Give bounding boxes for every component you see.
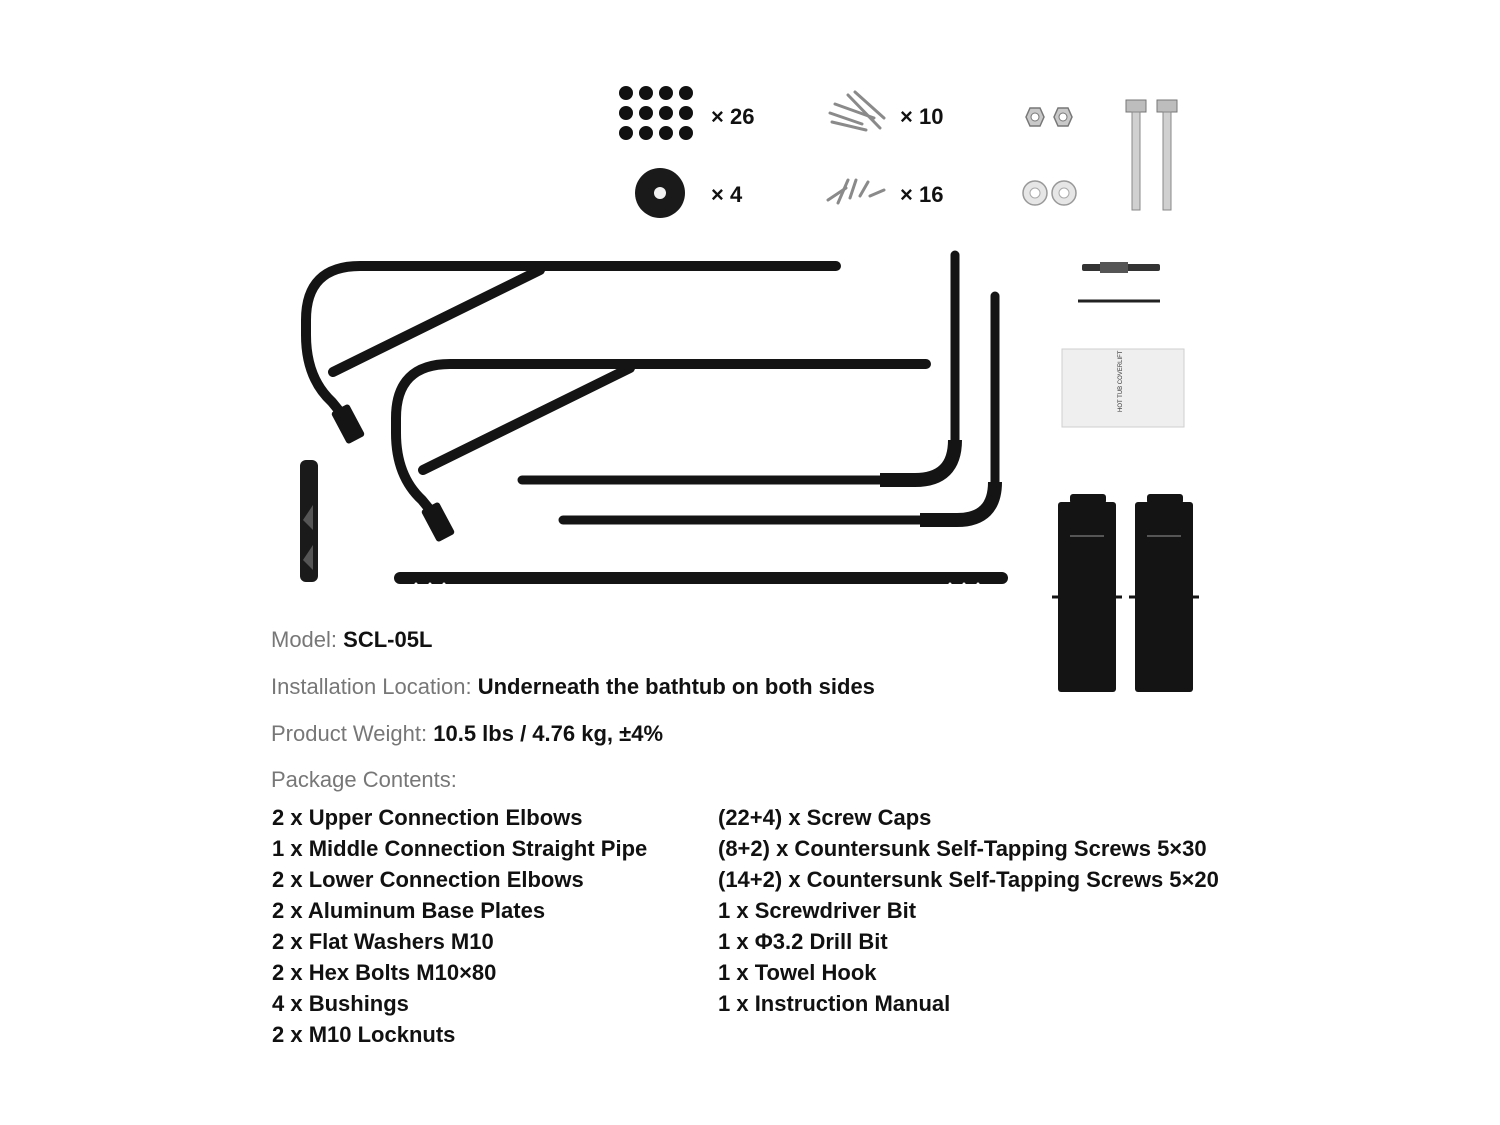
package-contents-label: Package Contents: xyxy=(271,767,457,792)
list-item: (8+2) x Countersunk Self-Tapping Screws … xyxy=(718,836,1207,861)
list-item: 1 x Instruction Manual xyxy=(718,991,951,1016)
list-item: 4 x Bushings xyxy=(272,991,409,1016)
list-item: (14+2) x Countersunk Self-Tapping Screws… xyxy=(718,867,1219,892)
instruction-manual-image: HOT TUB COVERLIFT xyxy=(1061,348,1185,428)
hex-bolts-image xyxy=(1125,99,1178,211)
list-item: 2 x Aluminum Base Plates xyxy=(272,898,546,923)
model-label: Model: xyxy=(271,627,338,652)
locknuts-image xyxy=(1025,107,1073,127)
package-contents-left-list: 2 x Upper Connection Elbows 1 x Middle C… xyxy=(272,802,647,1050)
model-spec: Model: SCL-05L xyxy=(271,627,432,653)
bushings-quantity: × 4 xyxy=(711,182,743,207)
screw-caps-quantity: × 26 xyxy=(711,104,755,129)
short-screws-quantity: × 16 xyxy=(900,182,944,207)
base-plate-1-image xyxy=(1052,494,1122,692)
location-label: Installation Location: xyxy=(271,674,472,699)
short-screws-image xyxy=(826,178,886,205)
list-item: 1 x Φ3.2 Drill Bit xyxy=(718,929,888,954)
towel-hook-image xyxy=(300,460,318,582)
weight-spec: Product Weight: 10.5 lbs / 4.76 kg, ±4% xyxy=(271,721,663,747)
list-item: (22+4) x Screw Caps xyxy=(718,805,932,830)
location-spec: Installation Location: Underneath the ba… xyxy=(271,674,875,700)
long-screws-quantity: × 10 xyxy=(900,104,944,129)
screwdriver-bit-image xyxy=(1082,262,1160,273)
straight-pipe-image xyxy=(394,572,1008,586)
list-item: 2 x Lower Connection Elbows xyxy=(272,867,584,892)
manual-cover-title: HOT TUB COVERLIFT xyxy=(1118,350,1124,412)
list-item: 2 x Hex Bolts M10×80 xyxy=(272,960,497,985)
weight-label: Product Weight: xyxy=(271,721,428,746)
list-item: 1 x Middle Connection Straight Pipe xyxy=(272,836,648,861)
screw-caps-image xyxy=(619,86,693,140)
list-item: 1 x Screwdriver Bit xyxy=(718,898,917,923)
list-item: 2 x Upper Connection Elbows xyxy=(272,805,583,830)
weight-value: 10.5 lbs / 4.76 kg, ±4% xyxy=(433,721,664,746)
long-screws-image xyxy=(828,90,886,132)
flat-washers-image xyxy=(1022,180,1077,206)
lower-elbow-2-image xyxy=(558,291,1002,527)
base-plate-2-image xyxy=(1129,494,1199,692)
package-contents-right-list: (22+4) x Screw Caps (8+2) x Countersunk … xyxy=(718,802,1219,1019)
list-item: 2 x Flat Washers M10 xyxy=(272,929,494,954)
list-item: 2 x M10 Locknuts xyxy=(272,1022,456,1047)
upper-elbow-1-image xyxy=(301,261,841,444)
upper-elbow-2-image xyxy=(391,359,931,542)
location-value: Underneath the bathtub on both sides xyxy=(477,674,875,699)
model-value: SCL-05L xyxy=(343,627,433,652)
lower-elbow-1-image xyxy=(517,250,962,487)
bushing-image xyxy=(635,168,685,218)
list-item: 1 x Towel Hook xyxy=(718,960,877,985)
